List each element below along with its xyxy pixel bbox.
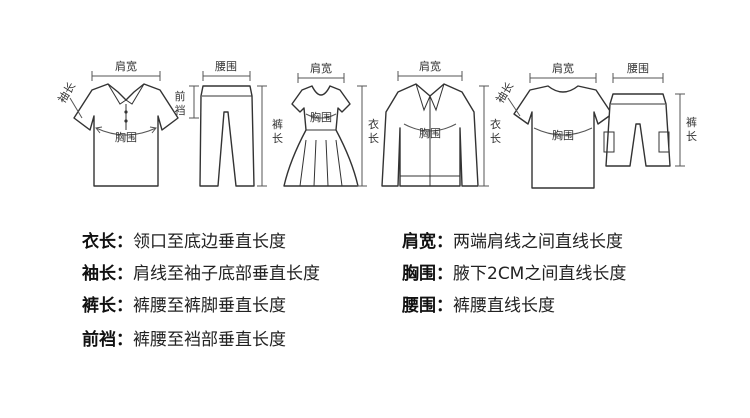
tshirt-illustration: 肩宽 袖长 胸围 <box>493 61 613 189</box>
measurement-legend: 衣长：领口至底边垂直长度 袖长：肩线至袖子底部垂直长度 裤长：裤腰至裤脚垂直长度… <box>0 225 750 415</box>
tshirt-sleeve-label: 袖长 <box>493 80 517 106</box>
polo-sleeve-label: 袖长 <box>55 80 79 106</box>
polo-chest-label: 胸围 <box>115 130 137 144</box>
legend-term: 腰围 <box>402 296 436 316</box>
tshirt-chest-label: 胸围 <box>552 128 574 142</box>
size-diagram: 肩宽 袖长 胸围 腰围 前 裆 裤 长 肩宽 <box>55 59 697 189</box>
polo-shoulder-label: 肩宽 <box>115 59 137 73</box>
size-guide-figure: 肩宽 袖长 胸围 腰围 前 裆 裤 长 肩宽 <box>55 59 697 189</box>
pants-rise-label-2: 裆 <box>175 104 186 117</box>
legend-desc: 两端肩线之间直线长度 <box>453 232 623 252</box>
jacket-length-label-2: 长 <box>490 132 501 145</box>
legend-desc: 裤腰至裆部垂直长度 <box>133 330 286 350</box>
shorts-length-label-2: 长 <box>686 130 697 143</box>
legend-term: 裤长 <box>82 296 116 316</box>
legend-desc: 领口至底边垂直长度 <box>133 232 286 252</box>
legend-desc: 裤腰直线长度 <box>453 296 555 316</box>
legend-sep: ： <box>436 264 453 284</box>
pants-rise-label-1: 前 <box>175 89 186 103</box>
shorts-waist-label: 腰围 <box>627 62 649 75</box>
jacket-illustration: 肩宽 胸围 衣 长 <box>381 59 501 187</box>
legend-term: 衣长 <box>82 232 116 252</box>
legend-sep: ： <box>116 264 133 284</box>
legend-item-front-rise: 前裆：裤腰至裆部垂直长度 <box>82 329 286 351</box>
pants-illustration: 腰围 前 裆 裤 长 <box>175 60 283 187</box>
legend-sep: ： <box>116 232 133 252</box>
legend-desc: 腋下2CM之间直线长度 <box>453 264 627 284</box>
legend-sep: ： <box>436 232 453 252</box>
jacket-length-label-1: 衣 <box>490 117 501 131</box>
legend-sep: ： <box>436 296 453 316</box>
legend-term: 肩宽 <box>402 232 436 252</box>
dress-length-label-2: 长 <box>368 132 379 145</box>
dress-chest-label: 胸围 <box>310 110 332 124</box>
legend-item-waist: 腰围：裤腰直线长度 <box>402 295 555 317</box>
legend-item-sleeve-length: 袖长：肩线至袖子底部垂直长度 <box>82 263 320 285</box>
pants-waist-label: 腰围 <box>215 60 237 73</box>
jacket-shoulder-label: 肩宽 <box>419 59 441 73</box>
legend-item-shoulder-width: 肩宽：两端肩线之间直线长度 <box>402 231 623 253</box>
pants-length-label-2: 长 <box>272 132 283 145</box>
shorts-illustration: 腰围 裤 长 <box>603 62 697 167</box>
legend-item-chest: 胸围：腋下2CM之间直线长度 <box>402 263 626 285</box>
tshirt-shoulder-label: 肩宽 <box>552 61 574 75</box>
legend-term: 前裆 <box>82 330 116 350</box>
legend-term: 袖长 <box>82 264 116 284</box>
shorts-length-label-1: 裤 <box>686 115 697 129</box>
legend-term: 胸围 <box>402 264 436 284</box>
jacket-chest-label: 胸围 <box>419 126 441 140</box>
polo-shirt-illustration: 肩宽 袖长 胸围 <box>55 59 179 187</box>
legend-item-pants-length: 裤长：裤腰至裤脚垂直长度 <box>82 295 286 317</box>
legend-desc: 肩线至袖子底部垂直长度 <box>133 264 320 284</box>
dress-illustration: 肩宽 胸围 衣 长 <box>283 61 379 187</box>
legend-sep: ： <box>116 330 133 350</box>
legend-sep: ： <box>116 296 133 316</box>
pants-length-label-1: 裤 <box>272 117 283 131</box>
legend-desc: 裤腰至裤脚垂直长度 <box>133 296 286 316</box>
dress-length-label-1: 衣 <box>368 117 379 131</box>
legend-item-garment-length: 衣长：领口至底边垂直长度 <box>82 231 286 253</box>
dress-shoulder-label: 肩宽 <box>310 61 332 75</box>
